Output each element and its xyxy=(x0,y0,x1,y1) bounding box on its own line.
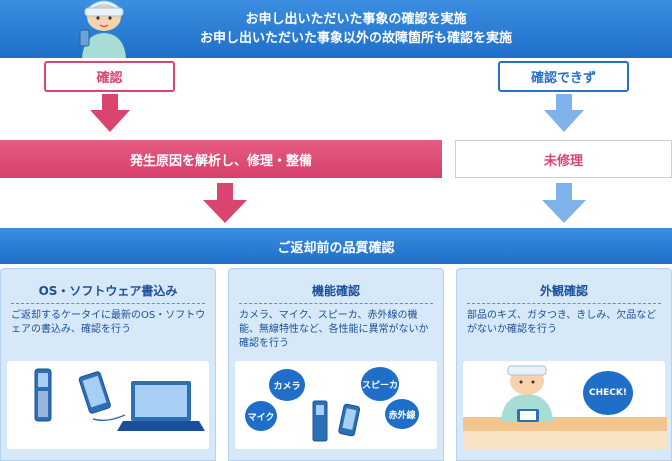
panel-title: OS・ソフトウェア書込み xyxy=(11,279,205,304)
bubble-mic: マイク xyxy=(245,401,277,431)
arrow-down-pink-icon xyxy=(90,94,130,132)
staff-illustration xyxy=(72,0,142,58)
bubble-infrared: 赤外線 xyxy=(385,399,419,429)
bubble-speaker: スピーカ xyxy=(361,367,399,401)
unrepaired-bar: 未修理 xyxy=(455,140,672,178)
panel-illustration xyxy=(7,361,209,449)
arrow-down-blue-icon xyxy=(542,183,586,223)
panel-description: カメラ、マイク、スピーカ、赤外線の機能、無線特性など、各性能に異常がないか確認を… xyxy=(239,309,435,351)
repair-bar: 発生原因を解析し、修理・整備 xyxy=(0,140,442,178)
quality-check-bar: ご返却前の品質確認 xyxy=(0,228,672,264)
check-bubble: CHECK! xyxy=(583,371,633,415)
panel-illustration: カメラ スピーカ マイク 赤外線 xyxy=(235,361,437,449)
panel-title: 外観確認 xyxy=(467,279,661,304)
not-confirmed-label: 確認できず xyxy=(498,61,629,92)
arrow-down-pink-icon xyxy=(203,183,247,223)
panel-function-check: 機能確認 カメラ、マイク、スピーカ、赤外線の機能、無線特性など、各性能に異常がな… xyxy=(228,268,444,461)
panel-illustration: CHECK! xyxy=(463,361,665,449)
panel-appearance-check: 外観確認 部品のキズ、ガタつき、きしみ、欠品などがないか確認を行う CHECK! xyxy=(456,268,672,461)
top-banner-line1: お申し出いただいた事象の確認を実施 xyxy=(245,10,466,29)
phones-laptop-icon xyxy=(7,361,211,449)
arrow-down-blue-icon xyxy=(544,94,584,132)
top-banner-line2: お申し出いただいた事象以外の故障箇所も確認を実施 xyxy=(200,29,512,48)
confirmed-label: 確認 xyxy=(44,61,175,92)
panel-description: ご返却するケータイに最新のOS・ソフトウェアの書込み、確認を行う xyxy=(11,309,207,337)
panel-description: 部品のキズ、ガタつき、きしみ、欠品などがないか確認を行う xyxy=(467,309,663,337)
panel-os-software: OS・ソフトウェア書込み ご返却するケータイに最新のOS・ソフトウェアの書込み、… xyxy=(0,268,216,461)
bubble-camera: カメラ xyxy=(269,369,305,401)
phones-icon xyxy=(309,397,369,445)
panel-title: 機能確認 xyxy=(239,279,433,304)
inspector-illustration xyxy=(463,361,667,449)
